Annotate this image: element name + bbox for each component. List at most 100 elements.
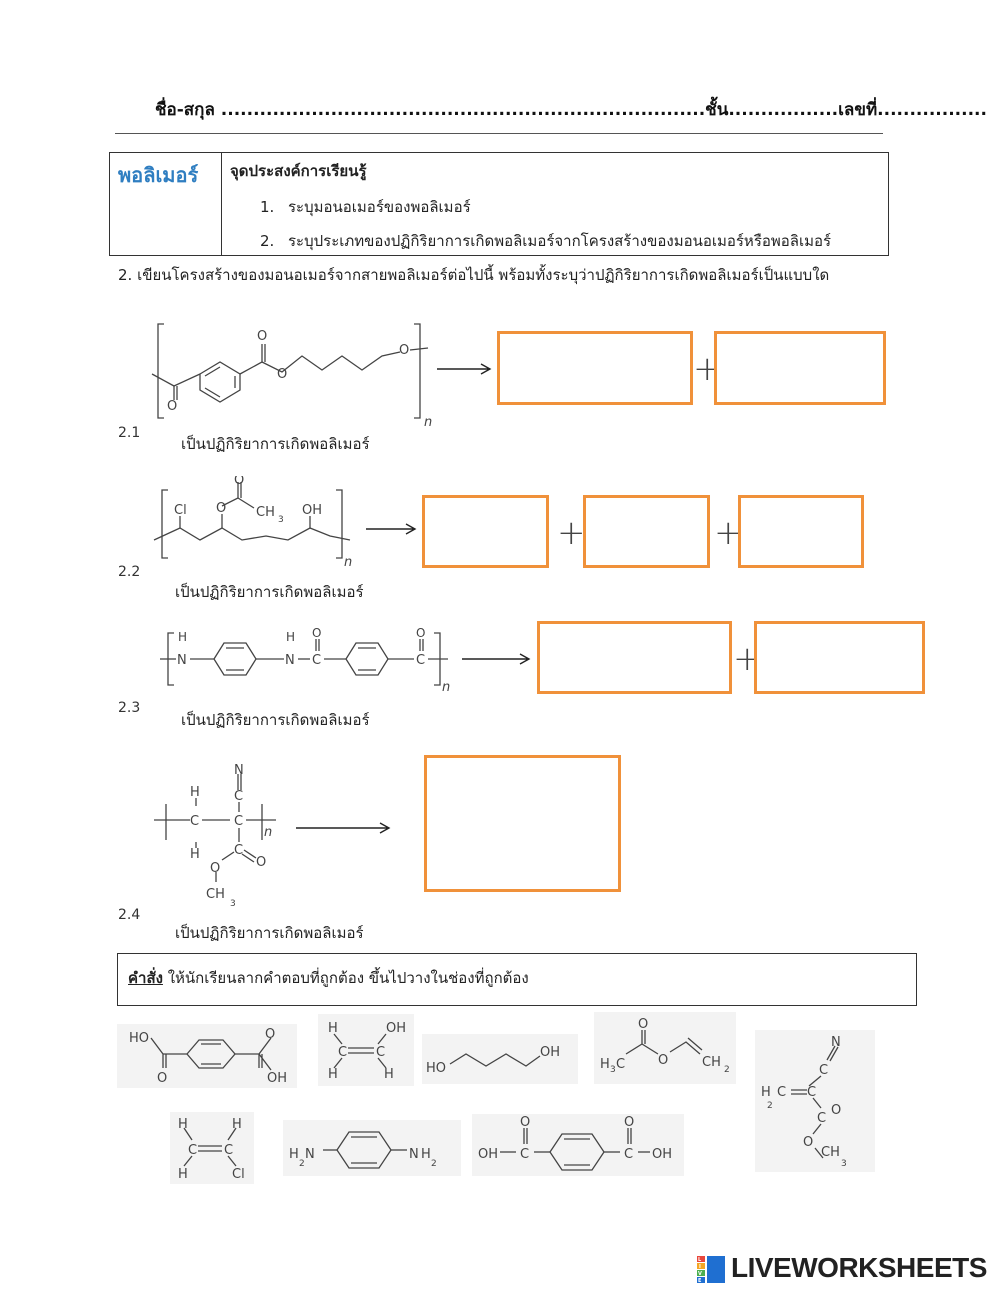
drop-box-2-1-b[interactable]	[714, 331, 886, 405]
svg-text:H: H	[289, 1147, 299, 1162]
chem-label: O	[210, 861, 220, 876]
chem-label: n	[442, 680, 450, 693]
chem-label: N	[234, 763, 244, 778]
svg-text:C: C	[616, 1057, 625, 1072]
svg-text:C: C	[817, 1111, 826, 1126]
chem-label: O	[234, 476, 244, 488]
svg-text:L: L	[698, 1257, 702, 1263]
svg-text:OH: OH	[267, 1071, 287, 1086]
item-caption: เป็นปฏิกิริยาการเกิดพอลิเมอร์	[175, 924, 364, 942]
chem-label: H	[190, 785, 200, 800]
chem-label: n	[424, 415, 432, 428]
answer-vinyl-acetate[interactable]: H 3 C O O CH 2	[594, 1012, 736, 1084]
svg-text:N: N	[305, 1147, 315, 1162]
chem-label: 3	[230, 899, 236, 909]
chem-label: C	[312, 653, 321, 668]
svg-text:H: H	[761, 1085, 771, 1100]
svg-text:O: O	[803, 1135, 813, 1150]
answer-terephthalic-acid[interactable]: HO O O OH	[117, 1024, 297, 1088]
svg-text:OH: OH	[478, 1147, 498, 1162]
svg-text:N: N	[831, 1035, 841, 1050]
svg-text:C: C	[376, 1045, 385, 1060]
chem-label: H	[178, 630, 187, 644]
chem-label: Cl	[174, 503, 187, 518]
svg-text:OH: OH	[386, 1021, 406, 1036]
item-caption: เป็นปฏิกิริยาการเกิดพอลิเมอร์	[175, 583, 364, 601]
chem-label: H	[286, 630, 295, 644]
chem-label: N	[177, 653, 187, 668]
drop-box-2-1-a[interactable]	[497, 331, 693, 405]
chem-label: O	[256, 855, 266, 870]
answer-vinyl-alcohol[interactable]: H C C OH H H	[318, 1014, 414, 1086]
objectives-table: พอลิเมอร์ จุดประสงค์การเรียนรู้ 1.ระบุมอ…	[109, 152, 889, 256]
answer-terephthalic-acid-condensed[interactable]: OH O C O C OH	[472, 1114, 684, 1176]
chem-label: n	[344, 555, 352, 570]
svg-text:E: E	[698, 1278, 702, 1284]
svg-text:2: 2	[431, 1159, 437, 1169]
name-line: ชื่อ-สกุล ..............................…	[155, 100, 987, 120]
svg-text:H: H	[421, 1147, 431, 1162]
brand-name: LIVEWORKSHEETS	[731, 1252, 987, 1283]
svg-text:C: C	[777, 1085, 786, 1100]
polymer-2-4-structure: N C H C H C C O O CH 3 n	[154, 763, 276, 909]
svg-text:C: C	[188, 1143, 197, 1158]
plus-sign: +	[557, 513, 586, 553]
svg-text:H: H	[600, 1057, 610, 1072]
drop-box-2-2-b[interactable]	[583, 495, 710, 568]
chem-label: C	[234, 814, 243, 829]
svg-text:C: C	[338, 1045, 347, 1060]
live-badge-icon: L I V E	[697, 1256, 725, 1284]
chem-label: C	[234, 789, 243, 804]
chem-label: O	[312, 627, 321, 640]
svg-text:H: H	[328, 1021, 338, 1036]
svg-text:3: 3	[841, 1159, 847, 1169]
objectives-title: พอลิเมอร์	[118, 163, 199, 187]
svg-text:2: 2	[299, 1159, 305, 1169]
answer-vinyl-chloride[interactable]: H C C H H Cl	[170, 1112, 254, 1184]
objectives-heading: จุดประสงค์การเรียนรู้	[230, 162, 367, 180]
answer-phenylenediamine[interactable]: H 2 N N H 2	[283, 1120, 461, 1176]
divider	[115, 133, 883, 134]
chem-label: C	[190, 814, 199, 829]
svg-text:C: C	[520, 1147, 529, 1162]
item-number: 2.3	[118, 700, 141, 716]
chem-label: OH	[302, 503, 322, 518]
svg-text:O: O	[658, 1053, 668, 1068]
svg-text:O: O	[638, 1017, 648, 1032]
chem-label: O	[399, 343, 409, 358]
svg-text:2: 2	[724, 1065, 730, 1075]
svg-text:C: C	[819, 1063, 828, 1078]
svg-text:H: H	[178, 1117, 188, 1132]
chem-label: H	[190, 847, 200, 862]
drop-box-2-3-b[interactable]	[754, 621, 925, 694]
drop-box-2-4[interactable]	[424, 755, 621, 892]
svg-text:C: C	[624, 1147, 633, 1162]
chem-label: C	[416, 653, 425, 668]
drop-box-2-3-a[interactable]	[537, 621, 732, 694]
chem-label: O	[277, 367, 287, 382]
svg-text:C: C	[224, 1143, 233, 1158]
svg-text:V: V	[698, 1271, 702, 1277]
item-caption: เป็นปฏิกิริยาการเกิดพอลิเมอร์	[181, 435, 370, 453]
chem-label: O	[216, 501, 226, 516]
svg-text:N: N	[409, 1147, 419, 1162]
arrow-icon	[462, 653, 531, 665]
drop-box-2-2-a[interactable]	[422, 495, 549, 568]
arrow-icon	[296, 822, 391, 834]
svg-text:H: H	[232, 1117, 242, 1132]
chem-label: CH	[256, 505, 275, 520]
answer-butanediol[interactable]: HO OH	[422, 1034, 578, 1084]
chem-label: 3	[278, 515, 284, 525]
objective-item: 1.ระบุมอนอเมอร์ของพอลิเมอร์	[260, 198, 471, 216]
svg-text:O: O	[624, 1115, 634, 1130]
answer-methyl-cyanoacrylate[interactable]: N C H 2 C C C O O CH 3	[755, 1030, 875, 1172]
svg-text:H: H	[384, 1067, 394, 1082]
instruction-box: คำสั่ง ให้นักเรียนลากคำตอบที่ถูกต้อง ขึ้…	[117, 953, 917, 1006]
chem-label: CH	[206, 887, 225, 902]
svg-text:Cl: Cl	[232, 1167, 245, 1182]
drop-box-2-2-c[interactable]	[738, 495, 864, 568]
plus-sign: +	[714, 513, 743, 553]
chem-label: N	[285, 653, 295, 668]
polymer-2-1-structure: O O O O n	[151, 323, 432, 428]
arrow-icon	[437, 363, 492, 375]
